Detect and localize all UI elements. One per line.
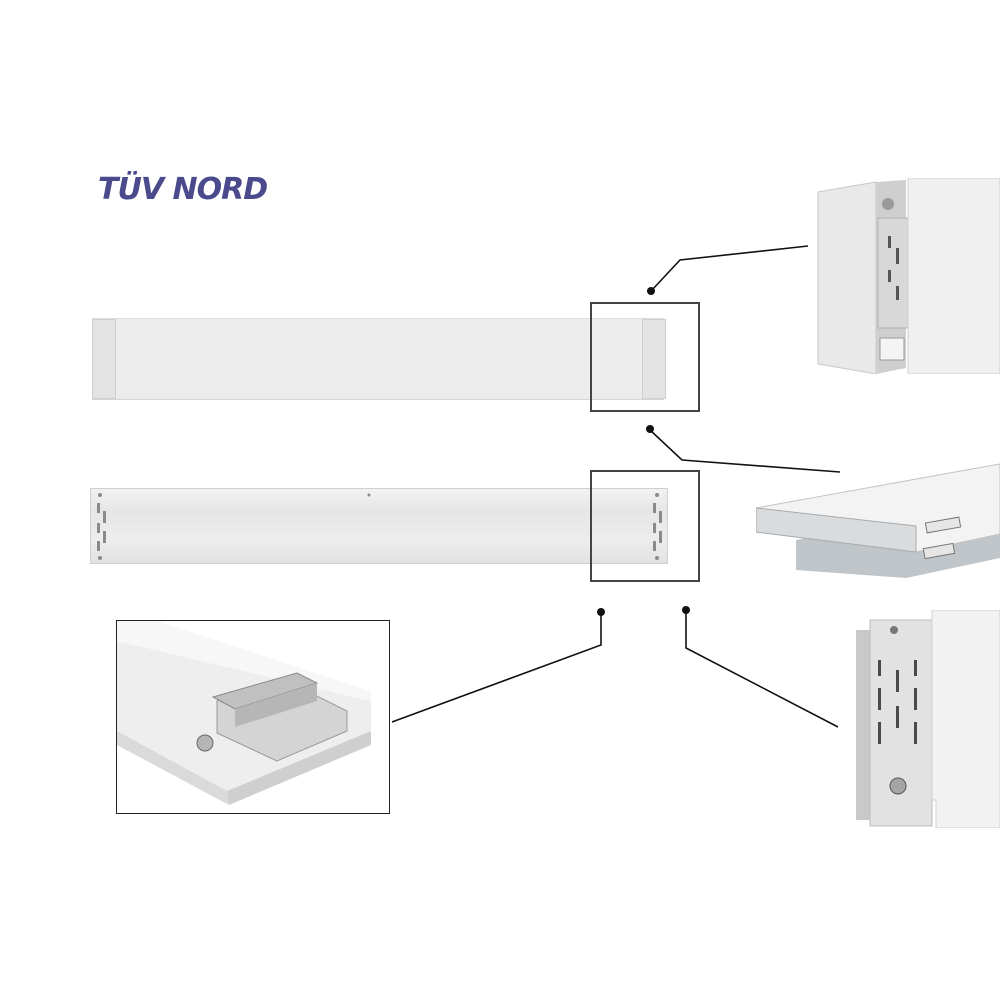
detail-mounting-bracket	[116, 620, 390, 814]
callout-dot-3	[597, 608, 605, 616]
detail-end-cap-open	[816, 178, 1000, 374]
leader-line-mid-right	[649, 429, 841, 473]
zoom-frame-front	[590, 302, 700, 412]
right-end-cap	[642, 319, 666, 399]
zoom-frame-back	[590, 470, 700, 582]
callout-dot-2	[646, 425, 654, 433]
detail-end-clip-slot	[856, 610, 1000, 828]
callout-dot-1	[647, 287, 655, 295]
callout-dot-4	[682, 606, 690, 614]
leader-line-bottom-left	[391, 613, 602, 723]
tuv-nord-logo: TÜV NORD	[98, 172, 268, 207]
fixture-back-view	[90, 488, 668, 564]
mounting-bracket-marks	[97, 493, 662, 560]
leader-line-bottom-right	[685, 611, 839, 728]
detail-stacked-fixture-ends	[756, 460, 1000, 580]
fixture-front-view	[92, 318, 666, 400]
leader-line-top-right	[651, 245, 809, 291]
left-end-cap	[92, 319, 116, 399]
